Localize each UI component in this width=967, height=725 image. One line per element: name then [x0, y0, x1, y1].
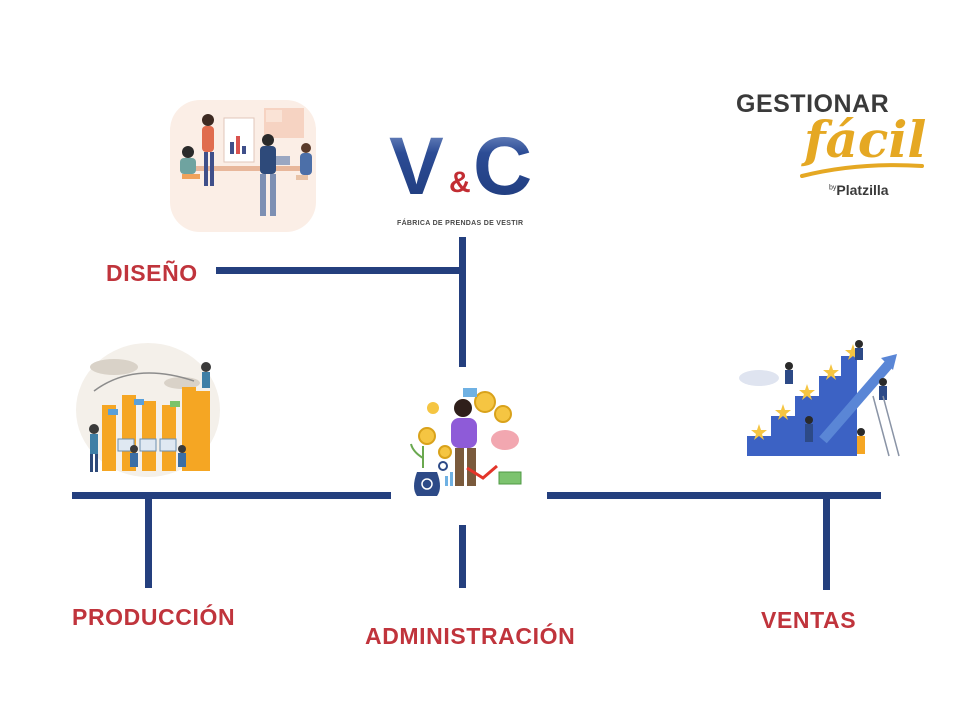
- node-label-produccion: PRODUCCIÓN: [72, 604, 236, 630]
- connector-produccion-vertical: [145, 495, 152, 588]
- connector-diseno-horizontal: [216, 267, 465, 274]
- node-label-administracion: ADMINISTRACIÓN: [365, 623, 576, 649]
- team-meeting-illustration: [166, 96, 320, 236]
- brand-swoosh-icon: [800, 163, 924, 178]
- brand-by-prefix: by: [829, 184, 837, 192]
- connector-left-horizontal: [72, 492, 391, 499]
- node-label-diseno: DISEÑO: [106, 260, 198, 286]
- brand-top-text: GESTIONAR: [736, 90, 890, 118]
- finance-growth-illustration: [397, 368, 535, 526]
- brand-script-text: fácil: [804, 110, 927, 169]
- logo-letter-c: C: [473, 121, 532, 212]
- logo-ampersand: &: [449, 166, 471, 199]
- node-label-ventas: VENTAS: [761, 607, 857, 633]
- logo-subtitle: FÁBRICA DE PRENDAS DE VESTIR: [397, 220, 524, 227]
- connector-ventas-vertical: [823, 495, 830, 590]
- production-dashboard-illustration: [74, 341, 222, 479]
- connector-right-horizontal: [547, 492, 881, 499]
- brand-by-text: byPlatzilla: [829, 182, 889, 198]
- sales-stairs-illustration: [733, 336, 901, 460]
- connector-center-vertical-bottom: [459, 525, 466, 588]
- vc-logo: V & C: [385, 118, 545, 230]
- brand-by-name: Platzilla: [836, 182, 889, 198]
- brand-logo: GESTIONAR fácil byPlatzilla: [732, 88, 932, 203]
- connector-center-vertical-top: [459, 237, 466, 367]
- logo-letter-v: V: [389, 121, 444, 212]
